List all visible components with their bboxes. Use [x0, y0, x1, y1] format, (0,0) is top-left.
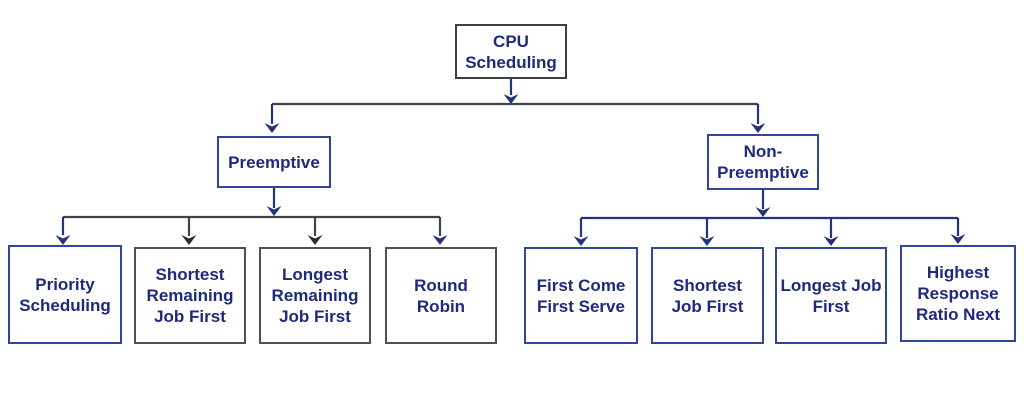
arrowhead-to-hrrn	[950, 234, 966, 244]
connector-dark-lines	[63, 102, 758, 236]
node-highest-response-ratio-next-label: Highest Response Ratio Next	[915, 263, 1001, 324]
arrowhead-non-preemptive-split	[755, 207, 771, 217]
node-longest-remaining-job-first-label: Longest Remaining Job First	[271, 265, 359, 326]
node-shortest-remaining-job-first-label: Shortest Remaining Job First	[146, 265, 234, 326]
node-shortest-job-first: Shortest Job First	[651, 247, 764, 344]
node-non-preemptive: Non- Preemptive	[707, 134, 819, 190]
arrowhead-to-lrjf	[307, 235, 323, 245]
node-shortest-remaining-job-first: Shortest Remaining Job First	[134, 247, 246, 344]
node-longest-job-first-label: Longest Job First	[780, 275, 882, 316]
node-shortest-job-first-label: Shortest Job First	[671, 275, 744, 316]
arrowhead-preemptive-split	[266, 206, 282, 216]
node-round-robin-label: Round Robin	[414, 275, 468, 316]
arrowhead-to-ljf	[823, 236, 839, 246]
node-longest-remaining-job-first: Longest Remaining Job First	[259, 247, 371, 344]
arrowheads-black	[181, 235, 323, 245]
node-preemptive: Preemptive	[217, 136, 331, 188]
arrowhead-to-preemptive	[264, 123, 280, 133]
arrowhead-to-priority	[55, 235, 71, 245]
node-first-come-first-serve: First Come First Serve	[524, 247, 638, 344]
node-priority-scheduling-label: Priority Scheduling	[19, 274, 111, 315]
arrowhead-to-srjf	[181, 235, 197, 245]
node-round-robin: Round Robin	[385, 247, 497, 344]
connector-navy-lines	[61, 79, 960, 238]
node-highest-response-ratio-next: Highest Response Ratio Next	[900, 245, 1016, 342]
node-preemptive-label: Preemptive	[228, 152, 320, 172]
arrowhead-to-fcfs	[573, 236, 589, 246]
arrowhead-to-round-robin	[432, 235, 448, 245]
arrowheads-navy	[55, 94, 966, 246]
node-priority-scheduling: Priority Scheduling	[8, 245, 122, 344]
node-first-come-first-serve-label: First Come First Serve	[536, 275, 626, 316]
node-longest-job-first: Longest Job First	[775, 247, 887, 344]
arrowhead-to-non-preemptive	[750, 123, 766, 133]
arrowhead-to-sjf	[699, 236, 715, 246]
node-cpu-scheduling: CPU Scheduling	[455, 24, 567, 79]
arrowhead-to-split	[503, 94, 519, 104]
node-non-preemptive-label: Non- Preemptive	[717, 142, 809, 182]
node-cpu-scheduling-label: CPU Scheduling	[465, 31, 557, 72]
